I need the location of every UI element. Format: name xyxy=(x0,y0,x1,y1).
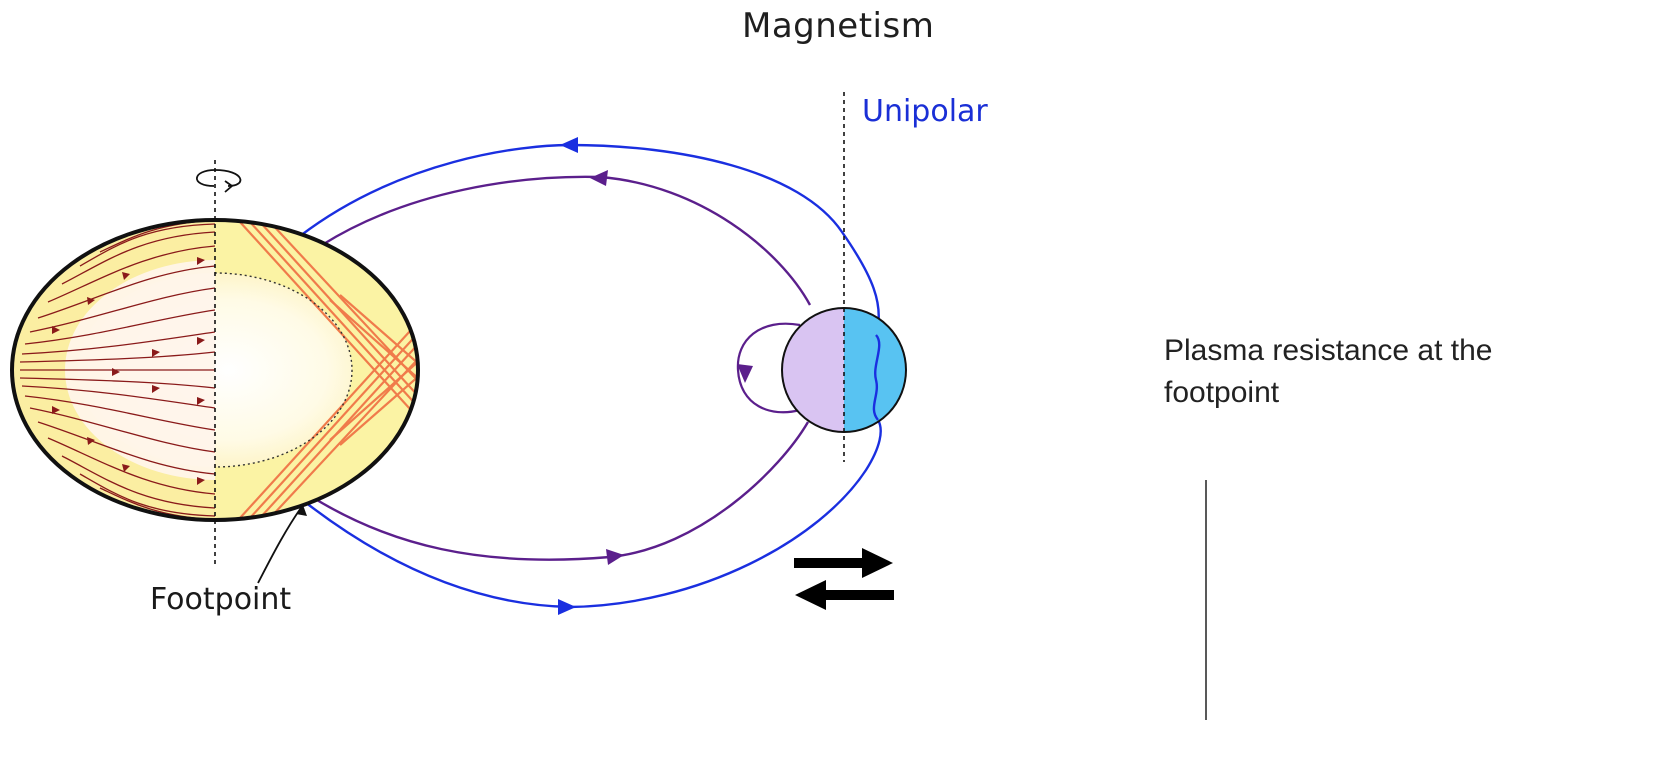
plasma-resistance-note: Plasma resistance at the footpoint xyxy=(1164,330,1644,414)
diagram-title: Magnetism xyxy=(742,6,934,46)
planet xyxy=(12,220,445,520)
outer-field-line-bottom xyxy=(305,420,881,607)
note-line-1: Plasma resistance at the xyxy=(1164,330,1644,372)
exchange-arrows-icon xyxy=(794,548,894,610)
field-direction-arrow-icon xyxy=(590,170,608,186)
note-line-2: footpoint xyxy=(1164,372,1644,414)
unipolar-label: Unipolar xyxy=(862,94,988,129)
footpoint-label: Footpoint xyxy=(150,582,291,617)
rotation-arrow-icon xyxy=(197,170,241,192)
field-direction-arrow-icon xyxy=(558,599,576,615)
moon xyxy=(780,300,914,440)
field-direction-arrow-icon xyxy=(560,137,578,153)
inner-field-line-top xyxy=(322,177,810,305)
field-direction-arrow-icon xyxy=(606,549,624,565)
